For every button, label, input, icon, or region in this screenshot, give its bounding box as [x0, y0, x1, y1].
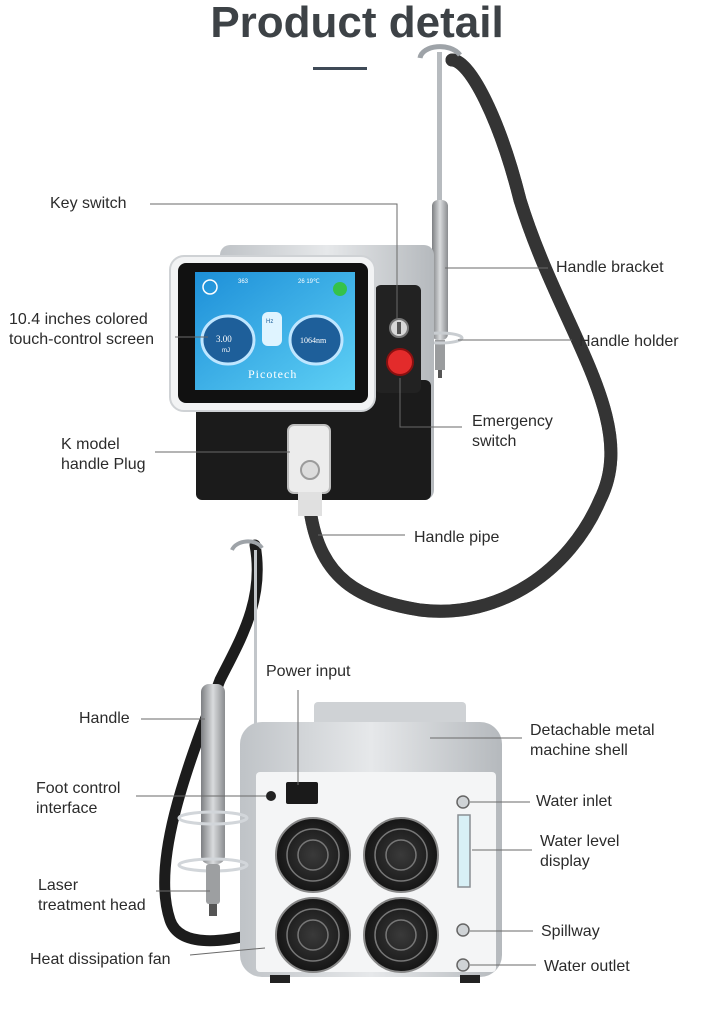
- screen-energy-value: 3.00: [216, 334, 232, 344]
- label-laser-head: Laser treatment head: [38, 876, 146, 916]
- handle-plug: [287, 424, 331, 494]
- laser-treatment-head: [206, 864, 220, 904]
- label-shell-line1: Detachable metal: [530, 722, 655, 739]
- label-foot-control: Foot control interface: [36, 779, 120, 819]
- page-title: Product detail: [210, 0, 504, 47]
- label-detachable-shell: Detachable metal machine shell: [530, 721, 655, 761]
- label-handle-plug-line1: K model: [61, 436, 120, 453]
- label-laser-line2: treatment head: [38, 897, 146, 914]
- spillway-fitting: [456, 923, 470, 937]
- screen-temperature: 26 19℃: [298, 279, 320, 285]
- handle-piece: [432, 200, 448, 340]
- label-water-level-line2: display: [540, 853, 590, 870]
- screen-center-label: Hz: [266, 319, 273, 325]
- water-inlet-fitting: [456, 795, 470, 809]
- label-handle-plug-line2: handle Plug: [61, 456, 146, 473]
- label-water-level: Water level display: [540, 832, 619, 872]
- label-spillway: Spillway: [541, 923, 600, 940]
- water-level-gauge: [457, 814, 471, 888]
- screen-brand: Picotech: [248, 367, 297, 381]
- laser-handle: [201, 684, 225, 864]
- top-machine: [169, 44, 618, 618]
- label-water-level-line1: Water level: [540, 833, 620, 850]
- water-outlet-fitting: [456, 958, 470, 972]
- label-heat-fan: Heat dissipation fan: [30, 951, 171, 968]
- label-touch-screen: 10.4 inches colored touch-control screen: [9, 310, 154, 350]
- label-touch-screen-line1: 10.4 inches colored: [9, 311, 148, 328]
- label-emergency-line1: Emergency: [472, 413, 553, 430]
- label-emergency-switch: Emergency switch: [472, 412, 553, 452]
- label-water-inlet: Water inlet: [536, 793, 612, 810]
- label-handle-holder: Handle holder: [579, 333, 679, 350]
- power-input: [286, 782, 318, 804]
- label-power-input: Power input: [266, 663, 351, 680]
- title-underline: [313, 67, 367, 70]
- screen-energy-unit: mJ: [222, 348, 230, 354]
- foot-control-interface: [266, 791, 276, 801]
- label-foot-line2: interface: [36, 800, 98, 817]
- label-handle-bracket: Handle bracket: [556, 259, 664, 276]
- label-touch-screen-line2: touch-control screen: [9, 331, 154, 348]
- screen-counter: 363: [238, 279, 249, 285]
- bottom-cable: [159, 539, 263, 947]
- label-emergency-line2: switch: [472, 433, 517, 450]
- emergency-switch: [386, 348, 414, 376]
- label-key-switch: Key switch: [50, 195, 127, 212]
- label-laser-line1: Laser: [38, 877, 79, 894]
- leader-lines: [136, 203, 572, 966]
- label-shell-line2: machine shell: [530, 742, 628, 759]
- label-handle-plug: K model handle Plug: [61, 435, 146, 475]
- label-water-outlet: Water outlet: [544, 958, 630, 975]
- label-foot-line1: Foot control: [36, 780, 121, 797]
- bottom-machine: [159, 539, 502, 983]
- screen-wavelength: 1064nm: [300, 336, 327, 345]
- label-handle: Handle: [79, 710, 130, 727]
- label-handle-pipe: Handle pipe: [414, 529, 500, 546]
